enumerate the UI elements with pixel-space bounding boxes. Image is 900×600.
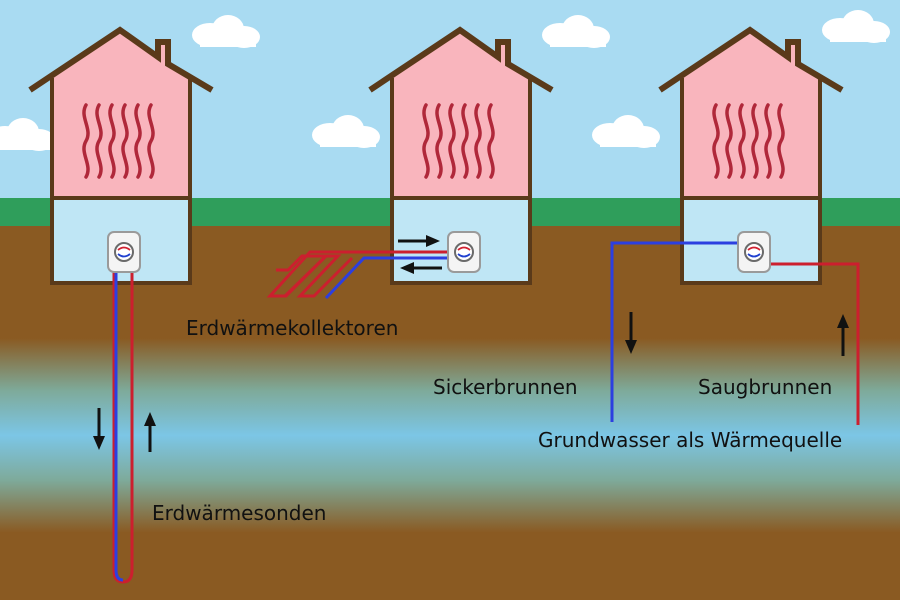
flow-arrow-icon <box>93 408 105 450</box>
heat-pump-unit-icon <box>107 231 141 273</box>
flow-arrow-icon <box>400 262 442 274</box>
collector-warm-2 <box>283 254 354 298</box>
probe-loop-cold <box>114 270 124 582</box>
flow-arrow-icon <box>398 235 440 247</box>
heat-pump-unit-icon <box>447 231 481 273</box>
flow-arrow-icon <box>625 312 637 354</box>
heat-pump-unit-icon <box>737 231 771 273</box>
flow-arrow-icon <box>144 412 156 452</box>
label-probes: Erdwärmesonden <box>152 501 327 525</box>
suction-well-pipe <box>766 262 860 425</box>
label-injection-well: Sickerbrunnen <box>433 375 578 399</box>
flow-arrow-icon <box>837 314 849 356</box>
injection-well-pipe <box>610 241 748 422</box>
label-suction-well: Saugbrunnen <box>698 375 833 399</box>
probe-loop-warm <box>112 270 134 584</box>
label-groundwater: Grundwasser als Wärmequelle <box>538 428 843 452</box>
label-collectors: Erdwärmekollektoren <box>186 316 399 340</box>
collector-cold <box>324 256 448 300</box>
